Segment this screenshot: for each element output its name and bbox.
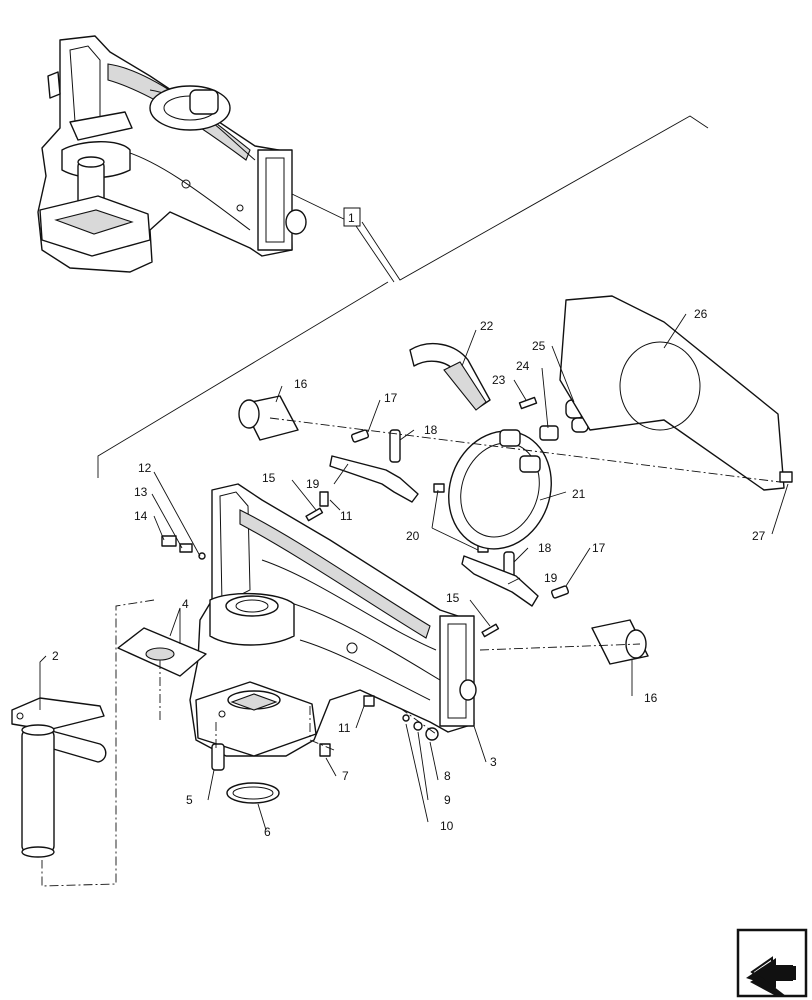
- callout-4: 4: [182, 597, 189, 611]
- callout-12: 12: [138, 461, 152, 475]
- seal: [402, 714, 410, 722]
- callout-18a: 18: [424, 423, 438, 437]
- circlip: [226, 782, 280, 804]
- screw: [779, 471, 793, 483]
- callout-20: 20: [406, 529, 420, 543]
- pin: [518, 396, 538, 410]
- callout-11a: 11: [340, 509, 353, 523]
- cap: [319, 743, 331, 757]
- hitch-body: [189, 483, 477, 757]
- callout-6: 6: [264, 825, 271, 839]
- roll-pin: [305, 507, 324, 522]
- callout-27: 27: [752, 529, 766, 543]
- spring: [179, 543, 193, 553]
- callout-25: 25: [532, 339, 546, 353]
- shaft: [238, 395, 299, 441]
- eye-hook: [409, 343, 491, 411]
- washer: [413, 721, 423, 731]
- callout-22: 22: [480, 319, 494, 333]
- pin: [433, 483, 445, 493]
- assembly-group-bracket: [97, 115, 709, 478]
- callout-17a: 17: [384, 391, 398, 405]
- callout-7: 7: [342, 769, 349, 783]
- callout-21: 21: [572, 487, 586, 501]
- spring: [389, 429, 401, 463]
- bushing: [211, 743, 225, 771]
- plate: [117, 627, 207, 677]
- callout-1: 1: [348, 211, 355, 225]
- next-page-arrow-icon[interactable]: [736, 928, 808, 998]
- callout-3: 3: [490, 755, 497, 769]
- callout-14: 14: [134, 509, 148, 523]
- screw: [161, 535, 177, 547]
- callout-26: 26: [694, 307, 708, 321]
- roller: [499, 429, 521, 447]
- callout-23: 23: [492, 373, 506, 387]
- roll-pin: [481, 623, 500, 638]
- callout-16b: 16: [644, 691, 658, 705]
- pin: [550, 585, 570, 599]
- callout-11b: 11: [338, 721, 351, 735]
- callout-18b: 18: [538, 541, 552, 555]
- callout-19a: 19: [306, 477, 320, 491]
- callout-10: 10: [440, 819, 454, 833]
- shaft: [591, 619, 649, 665]
- callout-19b: 19: [544, 571, 558, 585]
- callout-box-1: [343, 207, 361, 227]
- callout-5: 5: [186, 793, 193, 807]
- plug: [425, 727, 439, 741]
- callout-24: 24: [516, 359, 530, 373]
- callout-13: 13: [134, 485, 148, 499]
- callout-17b: 17: [592, 541, 606, 555]
- lever: [329, 455, 419, 503]
- pin: [350, 429, 370, 443]
- ball: [198, 552, 206, 560]
- grease-fitting: [319, 491, 329, 507]
- callout-2: 2: [52, 649, 59, 663]
- callout-15a: 15: [262, 471, 276, 485]
- callout-16a: 16: [294, 377, 308, 391]
- roller: [519, 455, 541, 473]
- lever: [461, 555, 539, 607]
- callout-8: 8: [444, 769, 451, 783]
- handle-pin: [11, 697, 107, 858]
- callout-15b: 15: [446, 591, 460, 605]
- grease-fitting: [363, 695, 375, 707]
- assembled-hitch-thumbnail: [37, 35, 307, 273]
- callout-9: 9: [444, 793, 451, 807]
- roller: [539, 425, 559, 441]
- gasket-plate: [559, 295, 785, 491]
